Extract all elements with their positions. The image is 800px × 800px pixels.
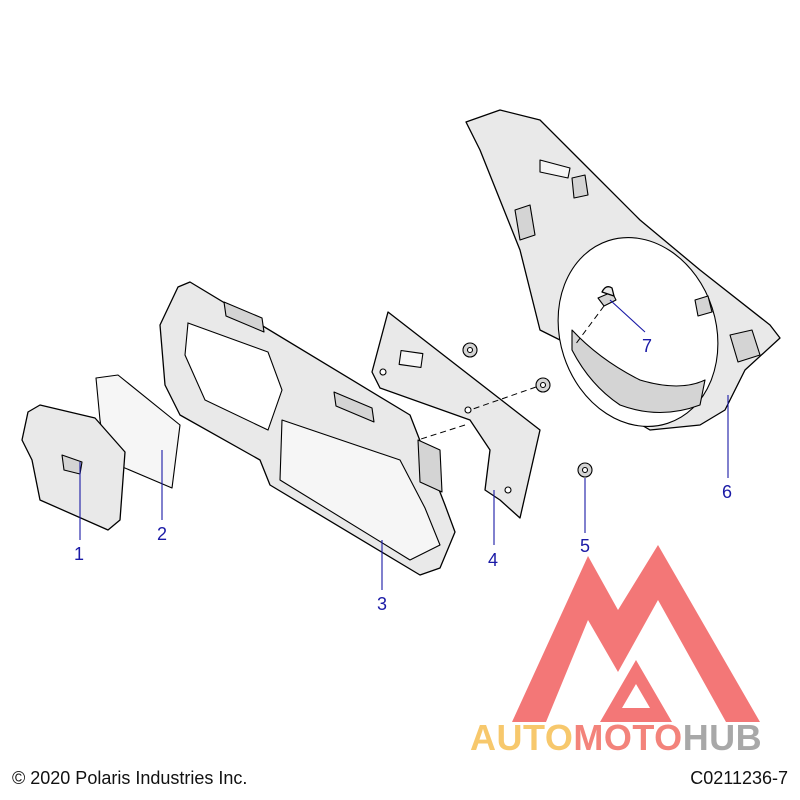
part-3-frame: [159, 281, 456, 576]
callout-4: 4: [488, 550, 498, 570]
callout-2: 2: [157, 524, 167, 544]
leader-7: [609, 299, 646, 333]
callout-1: 1: [74, 544, 84, 564]
part-6-cover: [465, 109, 781, 431]
watermark-word-2: MOTO: [573, 717, 682, 758]
watermark-logo: AUTOMOTOHUB: [470, 545, 762, 758]
callout-3: 3: [377, 594, 387, 614]
part-1-cover: [21, 404, 126, 531]
svg-text:AUTOMOTOHUB: AUTOMOTOHUB: [470, 717, 762, 758]
drawing-code: C0211236-7: [690, 768, 788, 788]
watermark-word-3: HUB: [683, 717, 763, 758]
part-5-clip-nuts: [401, 342, 593, 478]
callout-6: 6: [722, 482, 732, 502]
part-4-gasket: [371, 311, 541, 519]
callout-7: 7: [642, 336, 652, 356]
part-7-rivet: [574, 286, 617, 346]
watermark-word-1: AUTO: [470, 717, 573, 758]
callout-5: 5: [580, 536, 590, 556]
copyright-text: © 2020 Polaris Industries Inc.: [12, 768, 248, 788]
watermark-mark: [512, 545, 760, 722]
